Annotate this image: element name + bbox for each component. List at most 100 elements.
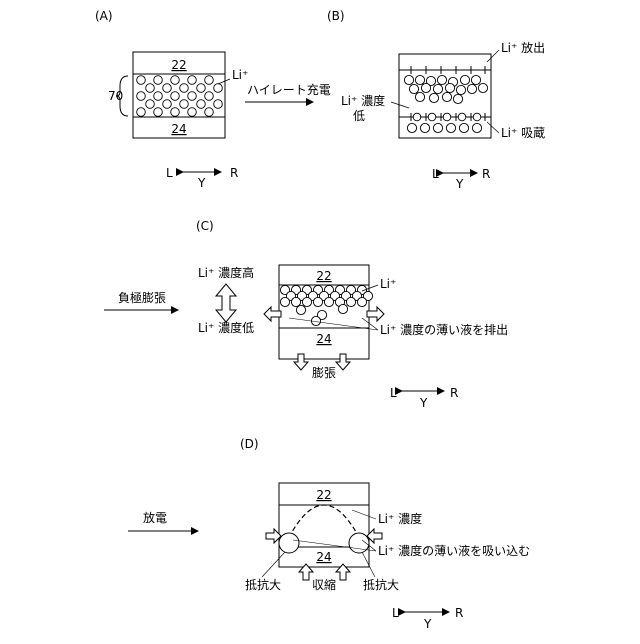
li-ion — [154, 76, 163, 85]
li-ion — [346, 297, 355, 306]
panel-c-tag: (C) — [196, 219, 214, 233]
high-conc-label: Li⁺ 濃度高 — [198, 265, 254, 280]
li-conc-label-d: Li⁺ 濃度 — [378, 511, 422, 526]
axis-c-Y: Y — [419, 396, 428, 410]
discharge-label: Li⁺ 濃度の薄い液を排出 — [380, 322, 508, 337]
low-conc-label-1: Li⁺ 濃度 — [341, 93, 385, 108]
li-ion — [205, 108, 214, 117]
axis-b-Y: Y — [455, 177, 464, 191]
li-ion — [291, 297, 300, 306]
li-ion — [460, 75, 469, 84]
leader-low-conc — [391, 102, 409, 108]
resistance-label-right: 抵抗大 — [363, 577, 399, 592]
li-ion — [357, 297, 366, 306]
li-ion — [280, 297, 289, 306]
li-ion — [442, 92, 451, 101]
low-conc-label-2: 低 — [353, 109, 365, 123]
discharge-arrow-right — [367, 307, 384, 321]
li-ion — [324, 297, 333, 306]
leader-release — [487, 50, 499, 62]
li-ion — [443, 113, 451, 121]
absorb-label: Li⁺ 濃度の薄い液を吸い込む — [378, 543, 530, 558]
expand-arrow-left — [294, 354, 308, 370]
axis-b-L: L — [432, 167, 439, 181]
li-ion — [471, 75, 480, 84]
li-ion — [188, 92, 197, 101]
li-ion — [407, 123, 416, 132]
li-absorb-label: Li⁺ 吸蔵 — [501, 126, 545, 140]
axis-d-Y: Y — [423, 617, 432, 631]
leader-resist-left — [262, 552, 285, 577]
li-ion — [459, 123, 468, 132]
li-ion — [415, 75, 424, 84]
li-ion-label-a: Li⁺ — [232, 68, 248, 82]
panel-b-tag: (B) — [327, 9, 345, 23]
axis-a-L: L — [166, 166, 173, 180]
li-ion — [415, 92, 424, 101]
li-ion — [445, 83, 454, 92]
high-rate-charge-label: ハイレート充電 — [247, 82, 331, 97]
li-ion — [453, 94, 462, 103]
anode-expansion-label: 負極膨張 — [118, 290, 166, 305]
li-ion — [205, 92, 214, 101]
layer-22-label: 22 — [171, 58, 186, 72]
li-ion — [163, 84, 172, 93]
axis-b-R: R — [482, 167, 490, 181]
li-ion — [188, 76, 197, 85]
li-ion — [302, 297, 311, 306]
li-ion — [429, 93, 438, 102]
axis-a-Y: Y — [197, 176, 206, 190]
li-ion — [433, 84, 442, 93]
li-ion — [163, 100, 172, 109]
li-ion — [180, 100, 189, 109]
li-ion — [188, 108, 197, 117]
li-ion — [146, 84, 155, 93]
panel-b: (B) Li⁺ 放出 Li⁺ 濃度 低 Li⁺ 吸蔵 L R Y — [327, 9, 545, 191]
li-ion — [137, 108, 146, 117]
resistance-label-left: 抵抗大 — [245, 577, 281, 592]
li-ion-circles-released — [404, 75, 487, 132]
expand-arrow-right — [336, 354, 350, 370]
panel-a-tag: (A) — [95, 9, 113, 23]
layer-22-label-c: 22 — [316, 269, 331, 283]
li-ion — [338, 304, 347, 313]
li-ion — [420, 123, 429, 132]
shrink-arrow-left — [299, 564, 313, 580]
li-ion-label-c: Li⁺ — [380, 277, 396, 291]
li-release-label: Li⁺ 放出 — [501, 40, 545, 55]
ref-number-70: 70 — [108, 89, 123, 103]
leader-absorb — [487, 122, 499, 133]
axis-a-R: R — [230, 166, 238, 180]
li-ion — [458, 113, 466, 121]
resistance-zone-left — [279, 533, 299, 553]
li-ion — [214, 84, 223, 93]
li-ion — [404, 75, 413, 84]
li-ion-circles-crowded — [280, 285, 372, 325]
li-ion — [146, 100, 155, 109]
li-ion — [171, 76, 180, 85]
expand-label: 膨張 — [312, 366, 336, 380]
axis-d-L: L — [392, 606, 399, 620]
li-ion — [214, 100, 223, 109]
panel-d-tag: (D) — [240, 437, 259, 451]
li-ion — [171, 108, 180, 117]
li-ion — [180, 84, 189, 93]
li-ion — [154, 108, 163, 117]
shrink-label: 収縮 — [312, 577, 336, 592]
li-ion — [428, 113, 436, 121]
li-ion — [197, 100, 206, 109]
li-ion — [154, 92, 163, 101]
li-ion — [421, 83, 430, 92]
li-ion-circles-uniform — [137, 76, 223, 117]
leader-li-ion-a — [218, 79, 230, 84]
li-ion — [456, 85, 465, 94]
discharge-arrow-label: 放電 — [143, 510, 167, 525]
li-ion — [137, 76, 146, 85]
li-ion — [137, 92, 146, 101]
li-ion — [437, 75, 446, 84]
layer-24-label-d: 24 — [316, 550, 331, 564]
li-ion — [205, 76, 214, 85]
discharge-arrow-left — [264, 307, 281, 321]
